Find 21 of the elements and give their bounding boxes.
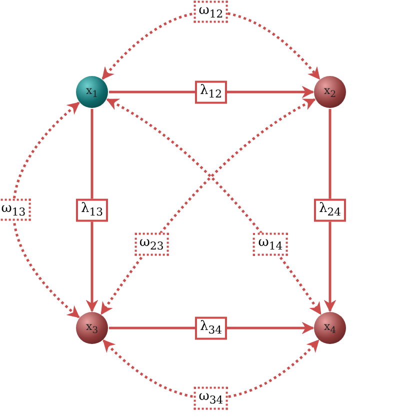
edge-label: ω$_{34}$ (194, 386, 228, 410)
node-label: x$_{2}$ (324, 84, 336, 100)
node-label: x$_{3}$ (86, 320, 98, 336)
sphere-node (314, 76, 346, 108)
node-label: x$_{4}$ (324, 320, 336, 336)
edge-label: λ$_{13}$ (76, 198, 108, 222)
edge-label: ω$_{13}$ (0, 198, 31, 222)
edge-label: ω$_{12}$ (194, 0, 228, 24)
node-label: x$_{1}$ (86, 84, 98, 100)
edge-label: ω$_{14}$ (253, 233, 288, 256)
edge-label: λ$_{34}$ (194, 316, 228, 340)
dotted-arrow (102, 340, 320, 400)
sphere-node (76, 312, 108, 344)
arrow (324, 109, 336, 312)
edge-label: λ$_{24}$ (314, 198, 346, 222)
dotted-arrow (12, 102, 80, 318)
edge-label: λ$_{12}$ (194, 80, 228, 104)
sphere-node (76, 76, 108, 108)
arrow (86, 109, 98, 312)
sphere-node (314, 312, 346, 344)
edge-label: ω$_{23}$ (134, 233, 169, 256)
